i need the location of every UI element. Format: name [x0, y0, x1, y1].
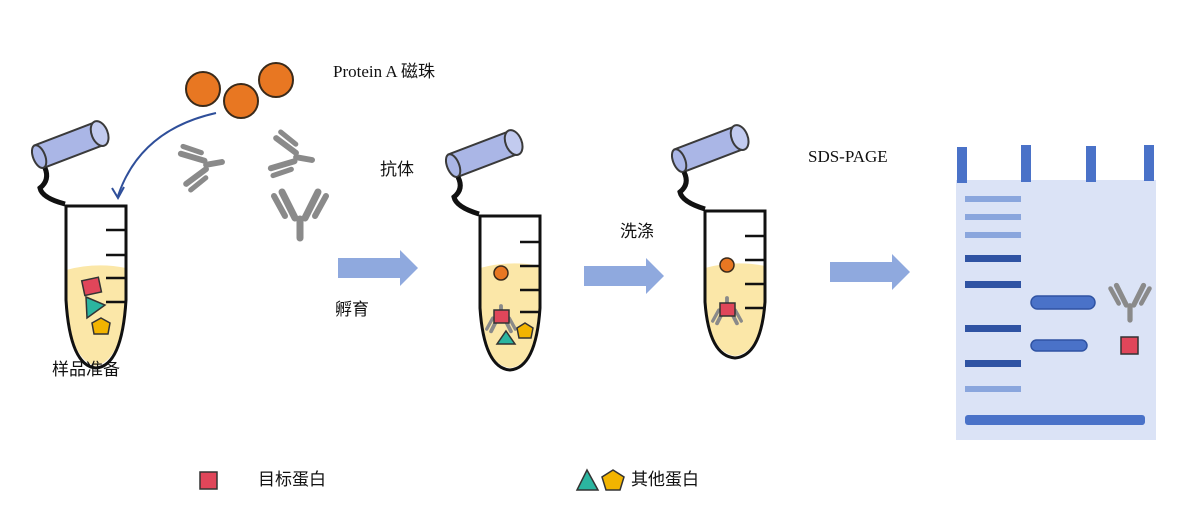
- heavy-chain-band: [1030, 295, 1096, 310]
- light-chain-band: [1030, 339, 1088, 352]
- ladder-band: [965, 281, 1021, 288]
- sds-page-label: SDS-PAGE: [808, 147, 888, 166]
- target-protein: [1120, 336, 1139, 355]
- bead: [185, 71, 221, 107]
- ladder-band: [965, 214, 1021, 220]
- legend-target-label: 目标蛋白: [258, 470, 326, 490]
- legend-symbols: [199, 468, 625, 491]
- process-arrow-sds: [830, 254, 910, 290]
- target-protein: [719, 302, 736, 317]
- triangle-protein: [495, 329, 517, 345]
- triangle-protein: [85, 295, 107, 320]
- bead: [223, 83, 259, 119]
- antibodies-group: [180, 131, 326, 238]
- ladder-band: [965, 196, 1021, 202]
- target-protein: [80, 276, 103, 297]
- gel-background: [956, 180, 1156, 440]
- bead: [258, 62, 294, 98]
- add-beads-arrow: [111, 112, 217, 201]
- marker-ladder: [965, 196, 1021, 392]
- antibody-label: 抗体: [380, 160, 414, 180]
- beads-label: Protein A 磁珠: [333, 62, 436, 81]
- pentagon-protein: [516, 322, 534, 339]
- antibody-icon: [270, 131, 316, 181]
- tube-graduations: [106, 228, 126, 304]
- tube-incubated: [439, 125, 542, 372]
- bead: [719, 257, 735, 273]
- bead: [493, 265, 509, 281]
- tube-body: [478, 214, 542, 372]
- process-arrow-wash: [584, 258, 664, 294]
- ladder-band: [965, 386, 1021, 392]
- tube-cap: [665, 120, 756, 176]
- tube-liquid: [66, 265, 126, 366]
- legend-other-label: 其他蛋白: [631, 470, 699, 490]
- tube-hinge: [677, 170, 706, 212]
- tube-graduations: [745, 234, 765, 310]
- incubation-label: 孵育: [335, 300, 369, 320]
- dye-front-band: [965, 415, 1145, 425]
- legend-target-swatch: [199, 471, 218, 490]
- protein-a-beads: [185, 62, 294, 119]
- antibody-icon: [180, 140, 226, 190]
- tube-washed: [665, 120, 767, 360]
- ladder-band: [965, 255, 1021, 262]
- sds-page-gel: [956, 145, 1156, 440]
- antibody-icon: [274, 192, 326, 238]
- gel-wells: [957, 145, 1154, 183]
- process-arrow-incubate: [338, 250, 418, 286]
- pentagon-protein: [91, 317, 111, 335]
- tube-body: [64, 204, 128, 370]
- legend-triangle-swatch: [575, 468, 600, 491]
- wash-label: 洗涤: [620, 222, 654, 242]
- ladder-band: [965, 360, 1021, 367]
- tube-hinge: [37, 167, 66, 207]
- tube-hinge: [451, 175, 480, 217]
- tube-graduations: [520, 240, 540, 314]
- ladder-band: [965, 325, 1021, 332]
- legend-pentagon-swatch: [601, 469, 625, 491]
- tube-sample-prep: [25, 116, 128, 370]
- tube-cap: [25, 116, 116, 172]
- tube-cap: [439, 125, 530, 181]
- sample-prep-label: 样品准备: [52, 360, 120, 380]
- ladder-band: [965, 232, 1021, 238]
- tube-body: [703, 209, 767, 360]
- target-protein: [493, 309, 510, 324]
